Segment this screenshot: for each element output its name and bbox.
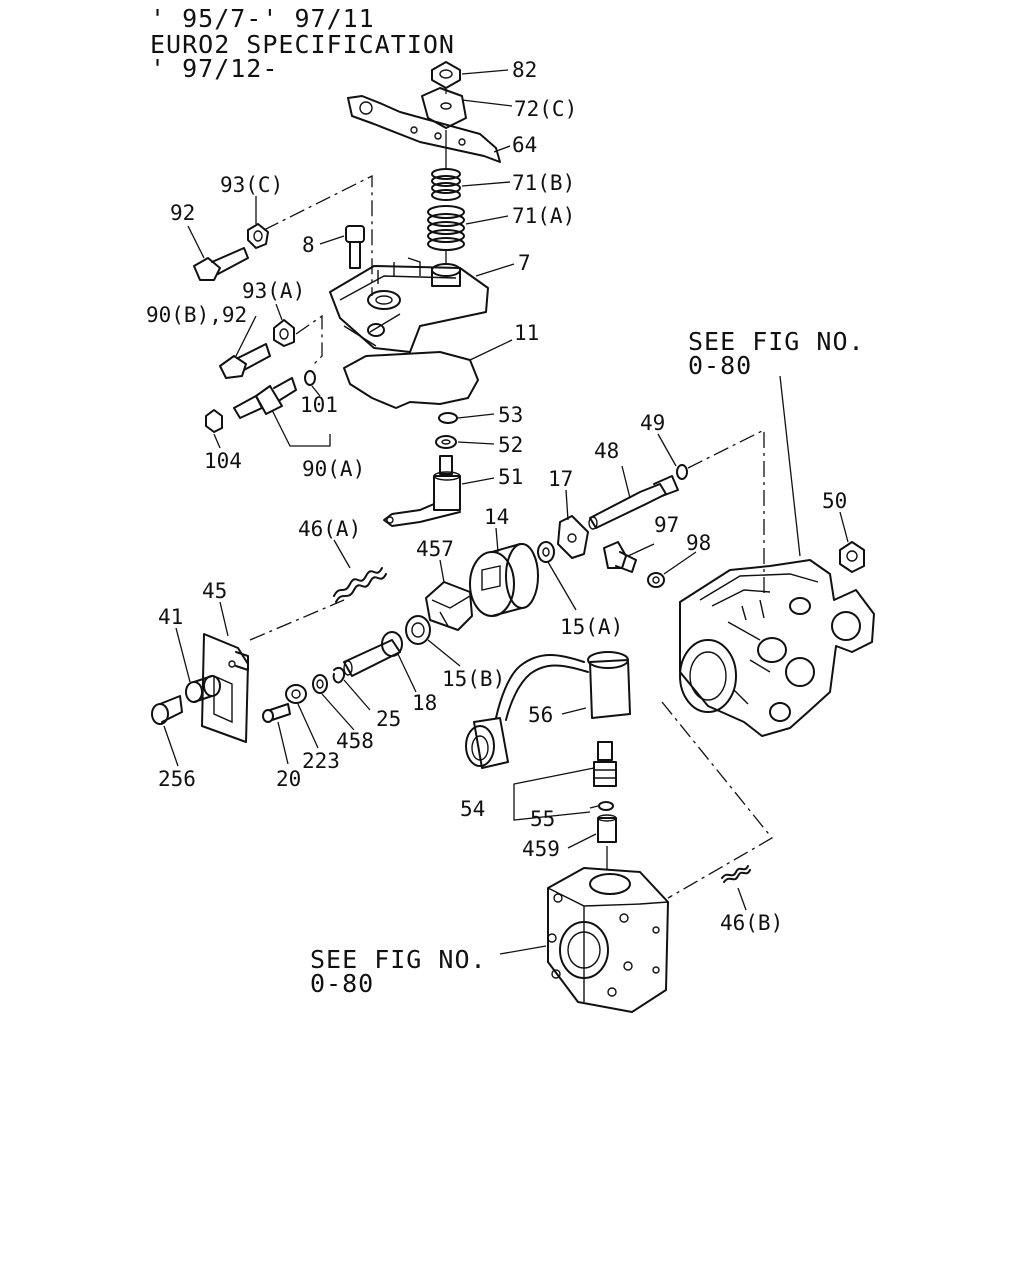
label-459: 459: [522, 837, 560, 861]
label-90b-92: 90(B),92: [146, 303, 247, 327]
part-52-washer: [435, 435, 457, 449]
part-labels: 82 72(C) 64 71(B) 71(A) 93(C) 92 8 7 93(…: [146, 58, 847, 935]
part-15b-ring: [405, 615, 431, 645]
part-41-cylinder: [185, 675, 221, 703]
label-15a: 15(A): [560, 615, 623, 639]
part-71a-spring: [427, 205, 465, 251]
part-25-clip: [332, 666, 346, 684]
label-64: 64: [512, 133, 537, 157]
part-54-sensor: [593, 741, 617, 787]
part-18-plunger: [343, 631, 403, 677]
part-72c-lever: [421, 87, 467, 129]
label-49: 49: [640, 411, 665, 435]
label-45: 45: [202, 579, 227, 603]
label-15b: 15(B): [442, 667, 505, 691]
pump-body-block: [547, 867, 669, 1013]
label-71b: 71(B): [512, 171, 575, 195]
figure-references: SEE FIG NO. 0-80 SEE FIG NO. 0-80: [310, 327, 865, 998]
part-45-bracket: [201, 633, 249, 743]
label-223: 223: [302, 749, 340, 773]
label-51: 51: [498, 465, 523, 489]
label-56: 56: [528, 703, 553, 727]
ref-top-see-fig: SEE FIG NO.: [688, 327, 865, 356]
label-101: 101: [300, 393, 338, 417]
part-11-gasket: [343, 351, 479, 409]
date-range-1: ' 95/7-' 97/11: [150, 4, 375, 33]
part-49-oring: [676, 464, 688, 480]
part-104-cap: [205, 409, 223, 433]
label-48: 48: [594, 439, 619, 463]
label-93c: 93(C): [220, 173, 283, 197]
label-256: 256: [158, 767, 196, 791]
label-18: 18: [412, 691, 437, 715]
label-55: 55: [530, 807, 555, 831]
label-458: 458: [336, 729, 374, 753]
part-46a-spring: [333, 567, 387, 603]
part-93a-nut: [273, 319, 295, 347]
label-104: 104: [204, 449, 242, 473]
label-54: 54: [460, 797, 485, 821]
label-46b: 46(B): [720, 911, 783, 935]
part-53-ring: [438, 412, 458, 424]
part-82-nut: [431, 61, 461, 89]
part-56-solenoid: [465, 651, 631, 769]
label-25: 25: [376, 707, 401, 731]
ref-top-fig-number: 0-80: [688, 351, 752, 380]
leader-lines: [163, 69, 849, 955]
part-55-oring: [598, 801, 614, 811]
part-8-bolt: [345, 225, 365, 269]
alignment-lines: [249, 88, 773, 899]
label-90a: 90(A): [302, 457, 365, 481]
label-50: 50: [822, 489, 847, 513]
part-46b-spring: [721, 865, 751, 883]
label-92: 92: [170, 201, 195, 225]
label-17: 17: [548, 467, 573, 491]
part-15a-washer: [537, 541, 555, 563]
label-71a: 71(A): [512, 204, 575, 228]
pump-housing: [679, 559, 875, 737]
label-52: 52: [498, 433, 523, 457]
part-458-washer: [312, 674, 328, 694]
label-8: 8: [302, 233, 315, 257]
part-93c-nut: [247, 223, 269, 249]
label-457: 457: [416, 537, 454, 561]
label-20: 20: [276, 767, 301, 791]
label-14: 14: [484, 505, 509, 529]
part-20-bolt: [262, 703, 291, 723]
part-7-housing: [329, 257, 489, 353]
part-71b-spring: [431, 168, 461, 201]
part-101-oring: [304, 370, 316, 386]
part-457-block: [425, 581, 473, 631]
part-50-nut: [839, 541, 865, 573]
part-459-fitting: [597, 814, 617, 843]
label-7: 7: [518, 251, 531, 275]
spec-title: EURO2 SPECIFICATION: [150, 30, 455, 59]
label-53: 53: [498, 403, 523, 427]
label-82: 82: [512, 58, 537, 82]
part-64-plate: [347, 95, 501, 163]
ref-bottom-fig-number: 0-80: [310, 969, 374, 998]
date-range-2: ' 97/12-: [150, 54, 279, 83]
part-90a-fitting: [233, 377, 297, 419]
label-41: 41: [158, 605, 183, 629]
part-223-spacer: [285, 684, 307, 704]
label-11: 11: [514, 321, 539, 345]
label-97: 97: [654, 513, 679, 537]
part-17-plate: [557, 515, 589, 559]
part-97-bolt: [603, 541, 637, 573]
part-90b-92-bolt: [219, 343, 271, 379]
ref-bottom-see-fig: SEE FIG NO.: [310, 945, 487, 974]
part-98-washer: [647, 572, 665, 588]
part-14-sleeve: [469, 543, 539, 617]
part-48-shaft: [588, 475, 679, 530]
label-93a: 93(A): [242, 279, 305, 303]
label-72c: 72(C): [514, 97, 577, 121]
label-46a: 46(A): [298, 517, 361, 541]
label-98: 98: [686, 531, 711, 555]
part-51-shaft-lever: [383, 455, 461, 527]
part-256-bolt: [151, 695, 183, 725]
part-92-bolt: [193, 247, 249, 281]
